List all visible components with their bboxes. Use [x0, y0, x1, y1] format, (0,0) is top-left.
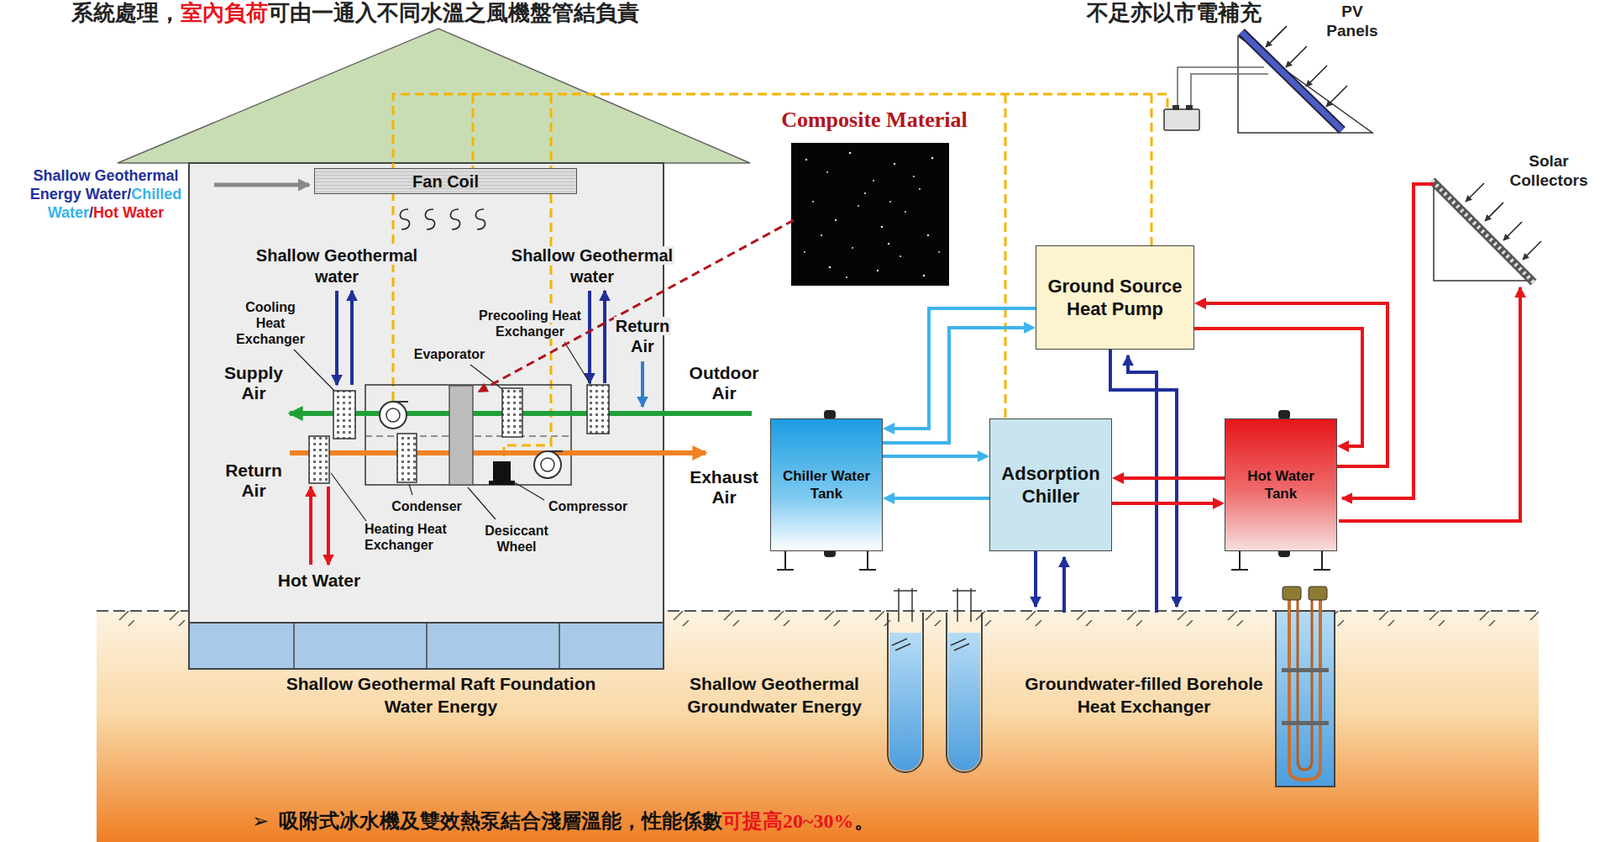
label-box: Return Air [220, 460, 288, 501]
flow-label: Outdoor Air [687, 362, 761, 403]
part-name: Evaporator [412, 346, 487, 362]
label-box: Composite Material [755, 105, 993, 134]
label-box: PV Panels [1320, 1, 1385, 41]
flow-label: Exhaust Air [687, 466, 761, 507]
note-text: Hot Water [93, 204, 164, 221]
flow-pipe [891, 496, 990, 500]
note-text: 吸附式冰水機及雙效熱泵結合淺層溫能，性能係數 [278, 808, 723, 832]
arrow-head [1112, 472, 1124, 484]
node-label: Adsorption Chiller [996, 461, 1105, 508]
leader-line [293, 341, 591, 521]
label-box: Compressor [541, 498, 635, 515]
note-text: 系統處理， [71, 0, 181, 26]
note-text: 可由一通入不同水溫之風機盤管結負責 [267, 0, 640, 26]
arrow-head [882, 492, 895, 504]
label-box: Groundwater-filled Borehole Heat Exchang… [1017, 671, 1270, 718]
header-note: 不足亦以市電補充 [1086, 0, 1262, 26]
groundwater-well [887, 587, 982, 772]
arrow-head [1337, 440, 1349, 452]
label-box: Precooling Heat Exchanger [475, 307, 585, 340]
pv-panel [1238, 26, 1373, 133]
label-box: Hot Water [268, 569, 370, 592]
flow-pipe [1121, 476, 1225, 480]
note-text: 可提高20~30% [722, 809, 854, 832]
label-box: Condenser [380, 498, 473, 515]
label-box: 不足亦以市電補充 [1086, 0, 1289, 26]
label-box: Exhaust Air [681, 466, 766, 508]
node-label: Chiller Water Tank [777, 466, 876, 503]
geothermal-water-arrow [310, 290, 643, 565]
component-name: Solar Collectors [1510, 152, 1589, 189]
arrow-head [882, 422, 895, 435]
part-name: Compressor [546, 498, 630, 514]
arrow-head [1212, 497, 1225, 509]
hot-water-tank: Hot Water Tank [1224, 418, 1338, 551]
arrow-head [1023, 321, 1036, 334]
arrow-head [977, 450, 990, 462]
label-box: Shallow Geothermal water [248, 245, 425, 288]
label-box: Shallow Geothermal Raft Foundation Water… [281, 671, 601, 718]
note-text: 。 [854, 808, 875, 832]
conclusion-bullet: ➢ 吸附式冰水機及雙效熱泵結合淺層溫能，性能係數可提高20~30%。 [251, 807, 1344, 834]
arrow-head [1194, 297, 1207, 310]
part-name: Desiccant Wheel [482, 523, 551, 554]
solar-collector [1338, 180, 1542, 521]
label-box: Outdoor Air [681, 362, 766, 404]
battery [1164, 67, 1269, 131]
flow-label: Shallow Geothermal water [254, 246, 420, 286]
label-box: Cooling Heat Exchanger [228, 299, 313, 347]
note-text: 室內負荷 [180, 0, 268, 26]
flow-pipe [1112, 501, 1216, 505]
air-handling-unit [289, 384, 752, 485]
label-box: Solar Collectors [1503, 151, 1595, 190]
component-name: PV Panels [1326, 2, 1378, 40]
energy-source-name: Shallow Geothermal Raft Foundation Water… [286, 673, 597, 716]
adsorption-chiller-box: Adsorption Chiller [989, 418, 1113, 551]
borehole-heat-exchanger [1275, 586, 1335, 787]
material-title: Composite Material [781, 107, 968, 132]
part-name: Condenser [389, 498, 464, 514]
label-box: Evaporator [403, 346, 496, 362]
building [117, 28, 751, 669]
flow-connector [1112, 497, 1225, 509]
label-box: Heating Heat Exchanger [362, 520, 467, 553]
energy-source-name: Shallow Geothermal Groundwater Energy [687, 673, 862, 716]
label-box: Shallow Geothermal water [503, 245, 681, 288]
flow-label: Supply Air [222, 362, 285, 403]
flow-connector [882, 450, 990, 462]
node-label: Fan Coil [412, 171, 479, 192]
heat-pump-box: Ground Source Heat Pump [1035, 245, 1195, 350]
flow-label: Return Air [223, 460, 284, 500]
label-box: Supply Air [220, 362, 288, 404]
label-box: Shallow Geothermal Groundwater Energy [673, 671, 876, 718]
note-text: ➢ [251, 808, 269, 832]
part-name: Precooling Heat Exchanger [477, 308, 583, 339]
flow-pipe [882, 454, 981, 458]
ground-band [96, 610, 1539, 842]
composite-material-image [791, 142, 950, 286]
label-box: Return Air [613, 315, 672, 357]
water-inlet-arrow [214, 183, 310, 188]
part-name: Heating Heat Exchanger [362, 521, 449, 552]
node-label: Ground Source Heat Pump [1043, 274, 1187, 320]
fan-coil-box: Fan Coil [314, 167, 578, 195]
flow-connector [882, 492, 990, 504]
header-note-line: 系統處理，室內負荷可由一通入不同水溫之風機盤管結負責 [71, 0, 828, 26]
flow-connector [1112, 472, 1225, 484]
energy-source-name: Groundwater-filled Borehole Heat Exchang… [1024, 673, 1264, 716]
label-box: Desiccant Wheel [474, 522, 559, 555]
node-label: Hot Water Tank [1232, 466, 1330, 503]
flow-label: Shallow Geothermal water [509, 246, 675, 286]
part-name: Cooling Heat Exchanger [234, 299, 307, 347]
air-flow-squiggle [399, 209, 485, 230]
flow-label: Hot Water [276, 570, 362, 590]
chilled-water-tank: Chiller Water Tank [770, 418, 883, 551]
flow-label: Return Air [613, 316, 672, 356]
fan-coil-water-note: Shallow Geothermal Energy Water/Chilled … [10, 166, 202, 222]
